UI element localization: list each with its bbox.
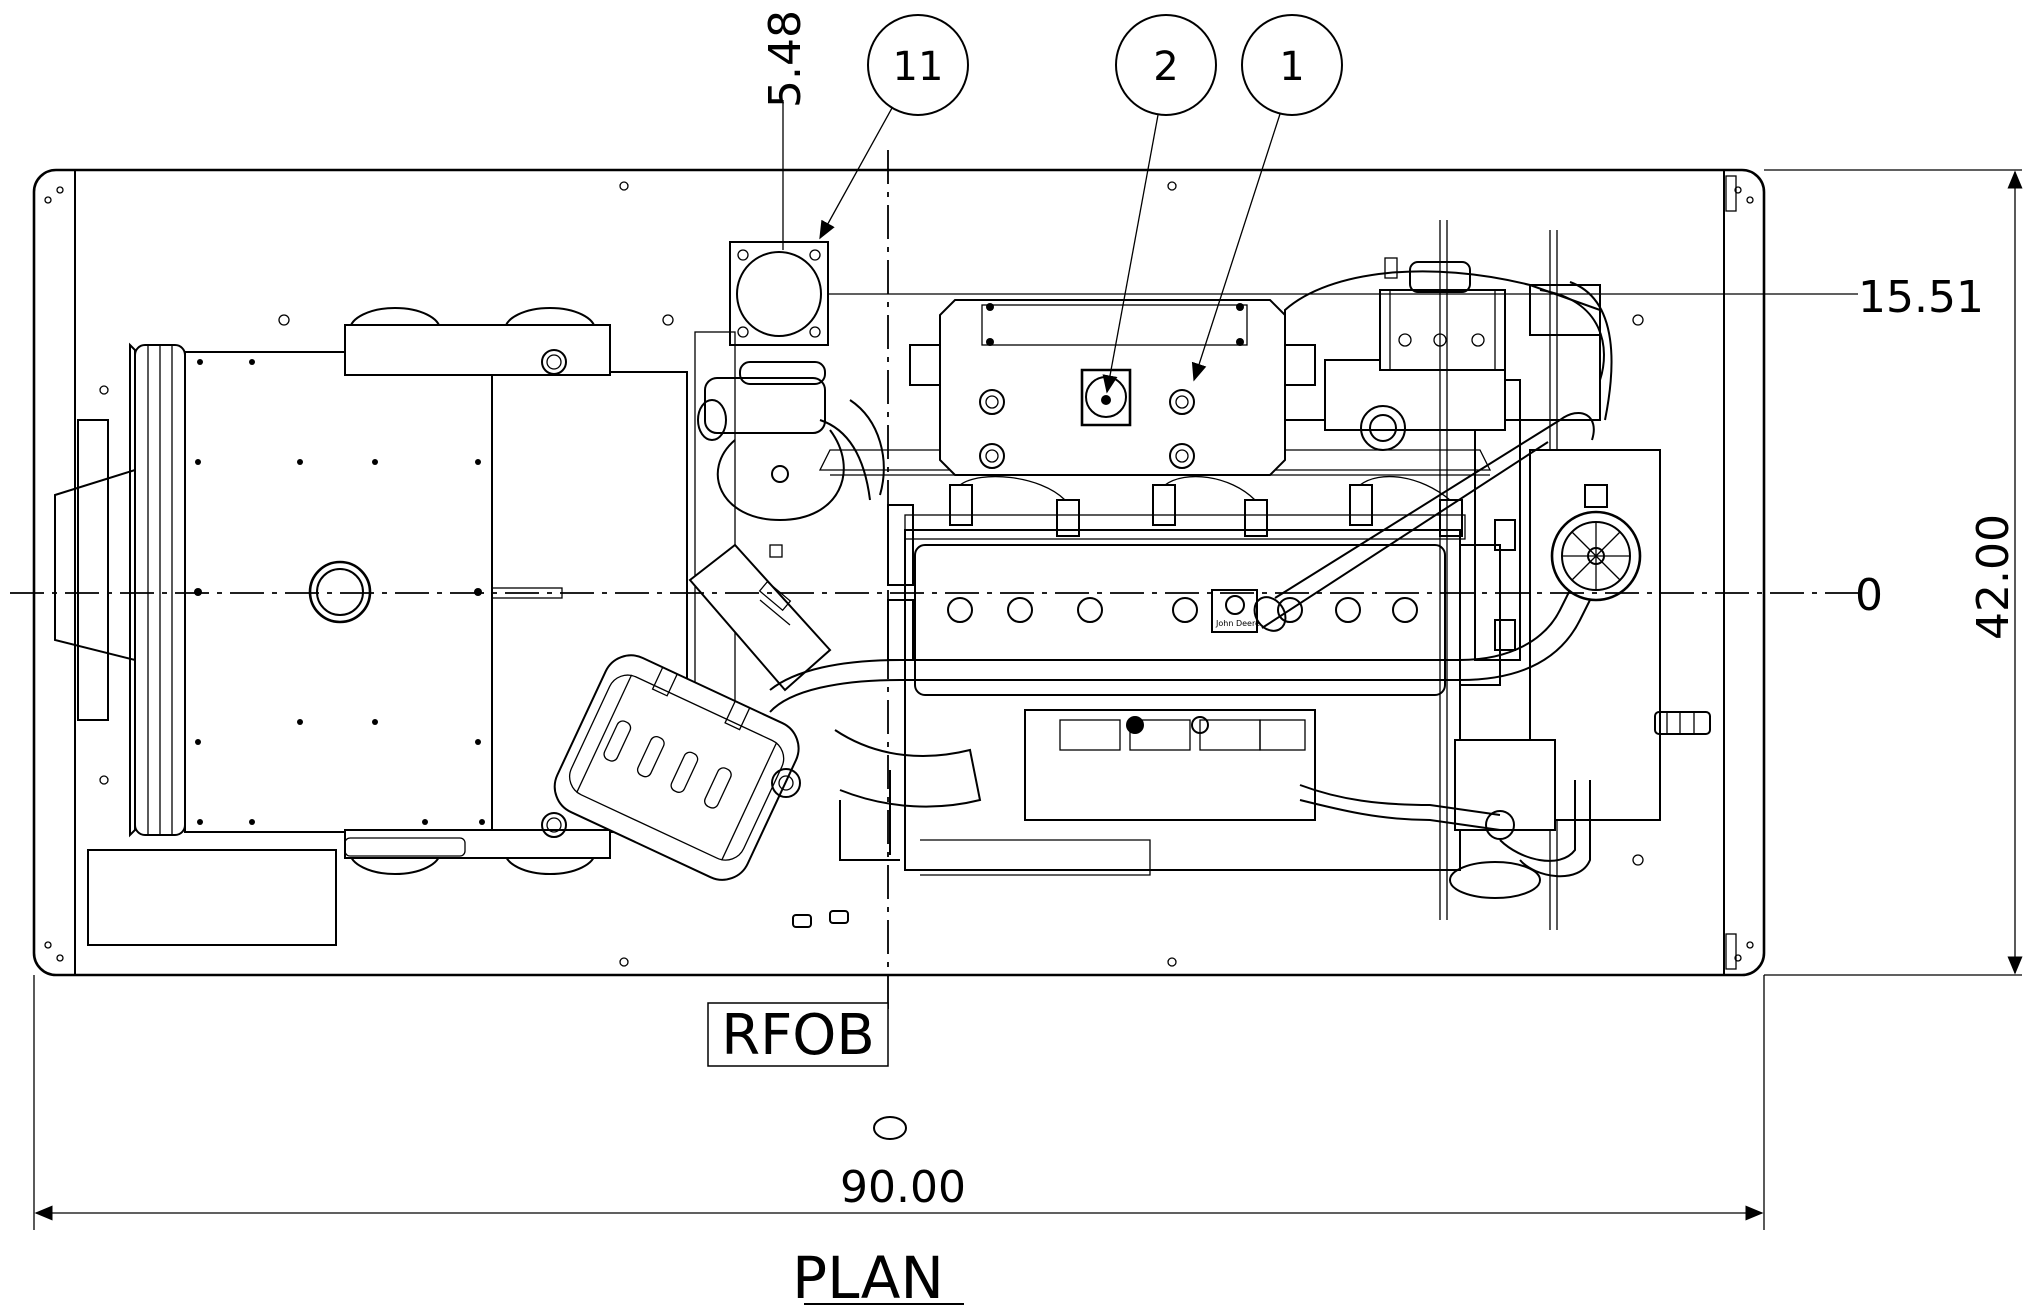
dimension-overall-length: 90.00 (33, 975, 1765, 1230)
balloon-1: 1 (1191, 14, 1343, 382)
coolant-hoses (769, 411, 1595, 878)
dimension-offset-vertical: 5.48 (760, 10, 811, 250)
engine-badge: John Deere (1215, 619, 1260, 628)
balloon-2-label: 2 (1153, 44, 1178, 90)
balloon-11-label: 11 (893, 44, 944, 90)
balloon-1-label: 1 (1279, 44, 1304, 90)
view-title-plan: PLAN (792, 1244, 944, 1310)
balloon-2: 2 (1102, 14, 1217, 394)
base-frame (32, 168, 1766, 977)
datum-rfob-label: RFOB (721, 1003, 875, 1068)
datum-rfob: RFOB (707, 1002, 907, 1140)
air-cleaner (553, 543, 832, 881)
dimension-90: 90.00 (840, 1162, 966, 1213)
dimension-5-48: 5.48 (760, 10, 811, 108)
centerlines (10, 150, 1858, 1010)
fuel-injectors (949, 475, 1463, 537)
dimension-15-51: 15.51 (1858, 272, 1984, 323)
dimension-centerline-zero: 0 (1855, 570, 1883, 621)
anti-vibration-feet (792, 910, 849, 928)
raw-water-strainer (1449, 449, 1711, 899)
balloon-11: 11 (819, 14, 969, 240)
dimension-42: 42.00 (1968, 514, 2019, 640)
dimension-zero: 0 (1855, 570, 1883, 621)
dimension-offset-horizontal: 15.51 (1858, 272, 1984, 323)
dimension-overall-width: 42.00 (1764, 169, 2023, 976)
view-title: PLAN (792, 1244, 964, 1310)
engine-block: John Deere (818, 379, 1521, 871)
generator-assembly (54, 307, 688, 946)
intake-manifold (909, 299, 1316, 476)
